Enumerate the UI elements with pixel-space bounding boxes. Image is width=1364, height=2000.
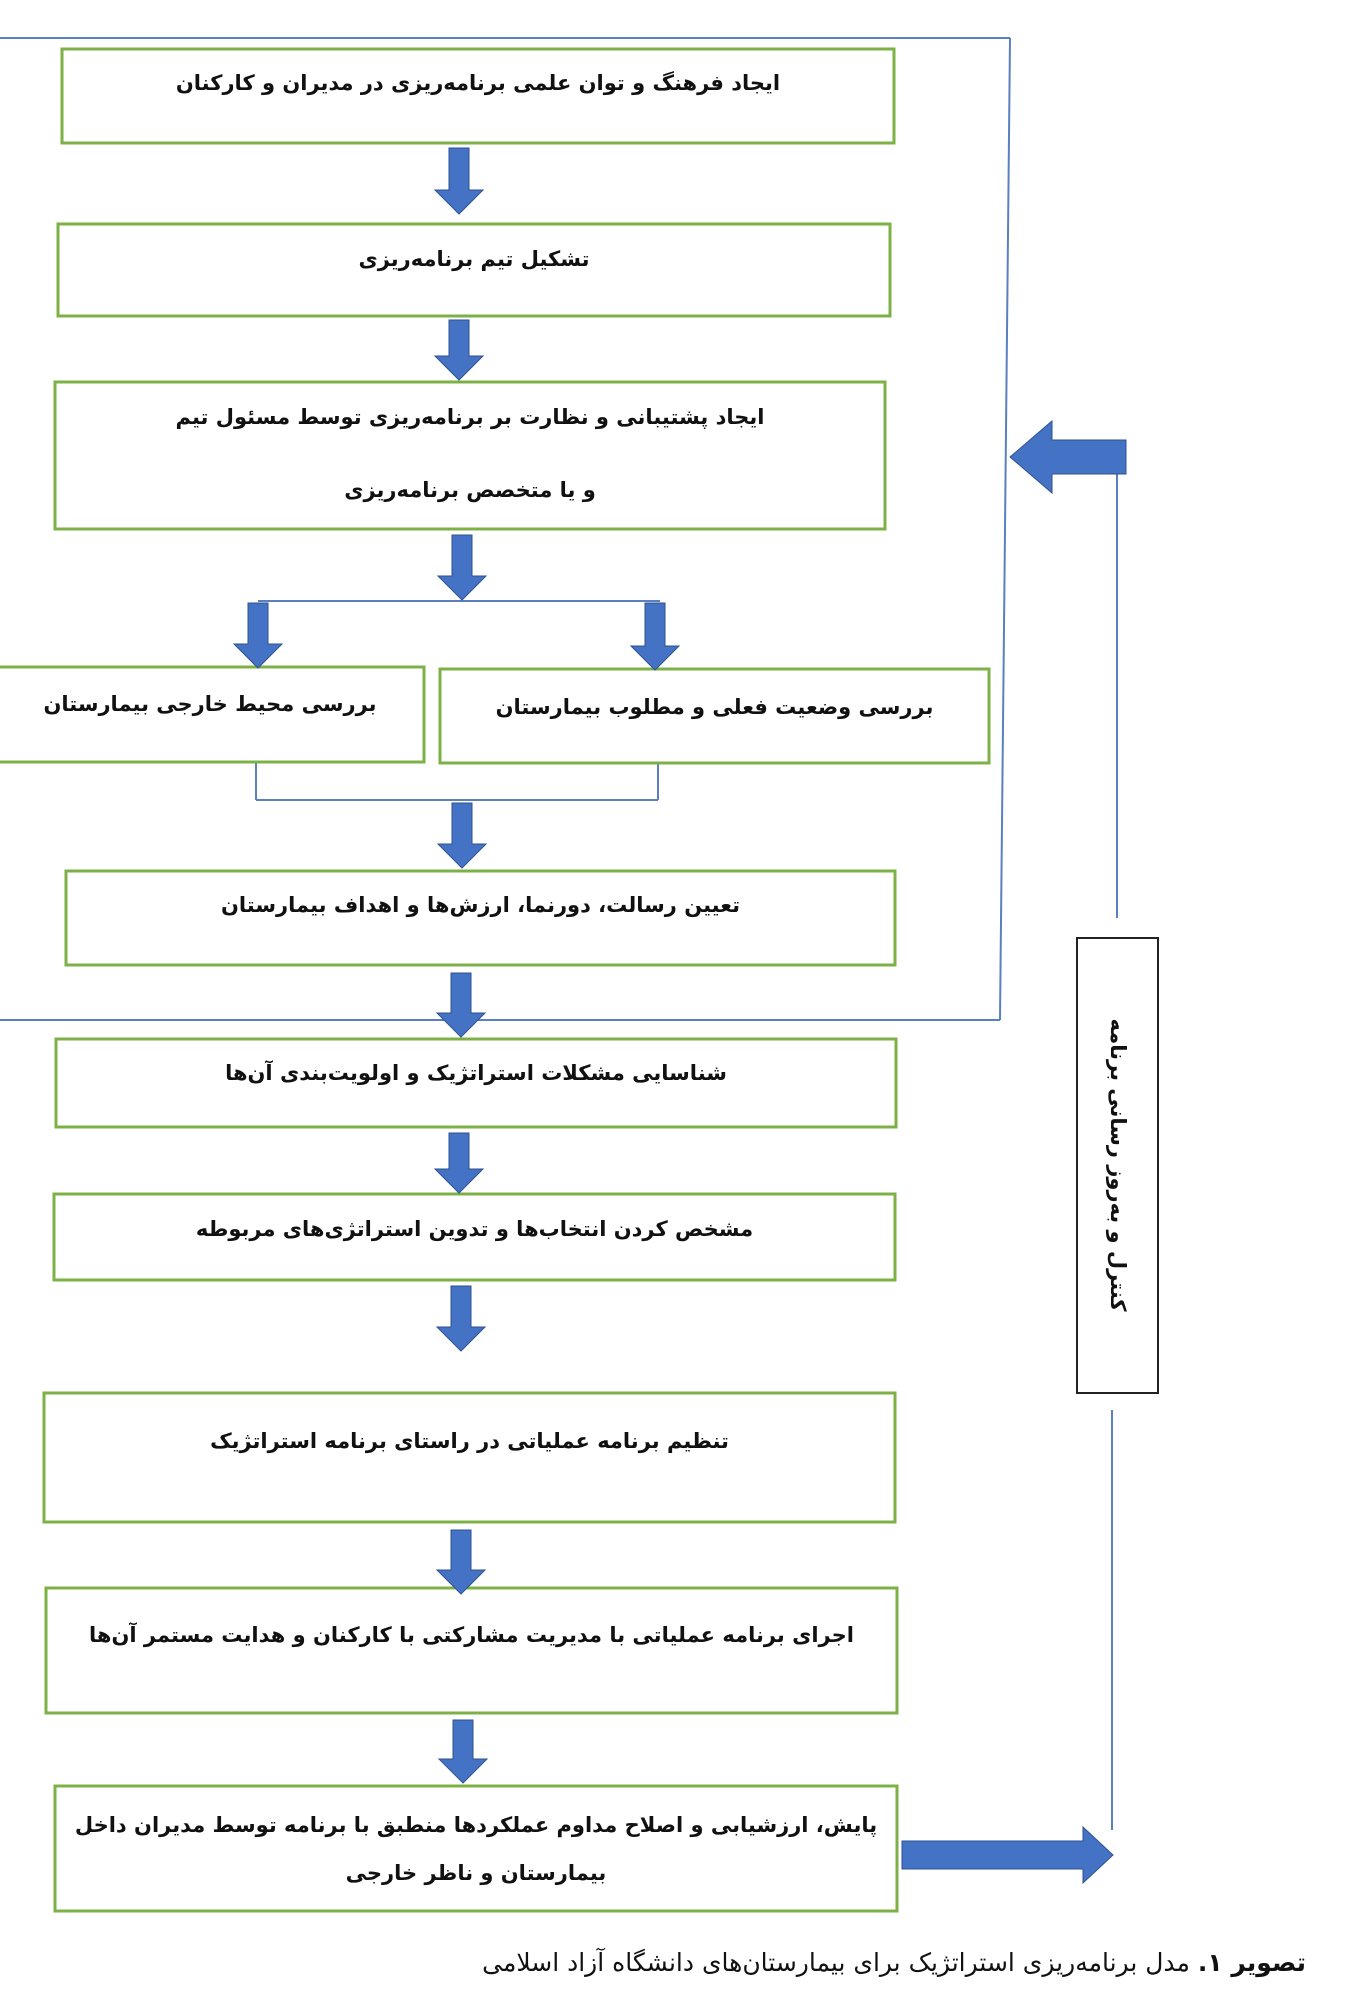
process-box-label-operational-0: تنظیم برنامه عملیاتی در راستای برنامه اس… <box>210 1429 729 1453</box>
process-box-external: بررسی محیط خارجی بیمارستان <box>0 665 426 764</box>
figure-caption-number: تصویر ۱. <box>1197 1948 1306 1977</box>
process-box-frame-execution <box>44 1586 899 1715</box>
process-box-operational: تنظیم برنامه عملیاتی در راستای برنامه اس… <box>42 1391 897 1524</box>
process-box-label-mission-0: تعیین رسالت، دورنما، ارزش‌ها و اهداف بیم… <box>221 893 740 917</box>
arrow-split-to-external <box>232 602 284 669</box>
feedback-loop-lines <box>1111 472 1118 1830</box>
process-box-frame-mission <box>64 869 897 967</box>
process-boxes: ایجاد فرهنگ و توان علمی برنامه‌ریزی در م… <box>0 47 991 1913</box>
arrow-feedback-to-planning <box>1009 419 1127 495</box>
bracket-right-line <box>999 37 1011 1021</box>
process-box-frame-external <box>0 665 426 764</box>
process-box-frame-support <box>53 380 887 531</box>
process-box-label-internal-0: بررسی وضعیت فعلی و مطلوب بیمارستان <box>496 695 934 719</box>
flow-arrows <box>232 147 1127 1885</box>
arrow-culture-to-team <box>433 147 485 215</box>
process-box-label-support-0: ایجاد پشتیبانی و نظارت بر برنامه‌ریزی تو… <box>176 405 765 429</box>
process-box-mission: تعیین رسالت، دورنما، ارزش‌ها و اهداف بیم… <box>64 869 897 967</box>
figure-caption-text: مدل برنامه‌ریزی استراتژیک برای بیمارستان… <box>482 1948 1198 1977</box>
process-box-strategies: مشخص کردن انتخاب‌ها و تدوین استراتژی‌های… <box>52 1192 897 1282</box>
arrow-execution-to-monitoring <box>437 1719 489 1784</box>
planning-phase-bracket <box>0 37 1011 1021</box>
process-box-frame-culture <box>60 47 896 145</box>
process-box-frame-operational <box>42 1391 897 1524</box>
process-box-team: تشکیل تیم برنامه‌ریزی <box>56 222 892 318</box>
process-box-frame-issues <box>54 1037 898 1129</box>
arrow-team-to-support <box>433 319 485 381</box>
process-box-frame-internal <box>438 667 991 765</box>
process-box-frame-monitoring <box>53 1784 899 1913</box>
arrow-operational-to-execution <box>435 1529 487 1595</box>
arrow-issues-to-strategies <box>433 1132 485 1194</box>
arrow-merge-to-mission <box>436 802 488 869</box>
arrow-monitoring-to-feedback <box>901 1825 1114 1885</box>
process-box-monitoring: پایش، ارزشیابی و اصلاح مداوم عملکردها من… <box>53 1784 899 1913</box>
arrow-support-to-split <box>436 534 488 601</box>
process-box-label-issues-0: شناسایی مشکلات استراتژیک و اولویت‌بندی آ… <box>225 1060 727 1085</box>
figure-caption: تصویر ۱. مدل برنامه‌ریزی استراتژیک برای … <box>406 1948 1306 1977</box>
process-box-label-monitoring-0: پایش، ارزشیابی و اصلاح مداوم عملکردها من… <box>75 1813 877 1837</box>
process-box-issues: شناسایی مشکلات استراتژیک و اولویت‌بندی آ… <box>54 1037 898 1129</box>
control-update-box: کنترل و به‌روز رسانی برنامه <box>1076 937 1159 1394</box>
process-box-label-monitoring-1: بیمارستان و ناظر خارجی <box>346 1861 607 1885</box>
process-box-internal: بررسی وضعیت فعلی و مطلوب بیمارستان <box>438 667 991 765</box>
process-box-label-external-0: بررسی محیط خارجی بیمارستان <box>43 692 376 716</box>
process-box-label-team-0: تشکیل تیم برنامه‌ریزی <box>358 247 589 271</box>
control-update-box-frame <box>1076 937 1159 1394</box>
process-box-execution: اجرای برنامه عملیاتی با مدیریت مشارکتی ب… <box>44 1586 899 1715</box>
control-update-label: کنترل و به‌روز رسانی برنامه <box>1106 1018 1130 1312</box>
process-box-frame-team <box>56 222 892 318</box>
arrow-mission-to-issues <box>435 972 487 1038</box>
arrow-strategies-to-operational <box>435 1285 487 1352</box>
process-box-label-support-1: و یا متخصص برنامه‌ریزی <box>344 478 596 502</box>
process-box-frame-strategies <box>52 1192 897 1282</box>
process-box-culture: ایجاد فرهنگ و توان علمی برنامه‌ریزی در م… <box>60 47 896 145</box>
arrow-split-to-internal <box>629 602 681 671</box>
process-box-support: ایجاد پشتیبانی و نظارت بر برنامه‌ریزی تو… <box>53 380 887 531</box>
process-box-label-execution-0: اجرای برنامه عملیاتی با مدیریت مشارکتی ب… <box>89 1622 854 1647</box>
process-box-label-culture-0: ایجاد فرهنگ و توان علمی برنامه‌ریزی در م… <box>176 70 780 95</box>
process-box-label-strategies-0: مشخص کردن انتخاب‌ها و تدوین استراتژی‌های… <box>196 1217 753 1241</box>
